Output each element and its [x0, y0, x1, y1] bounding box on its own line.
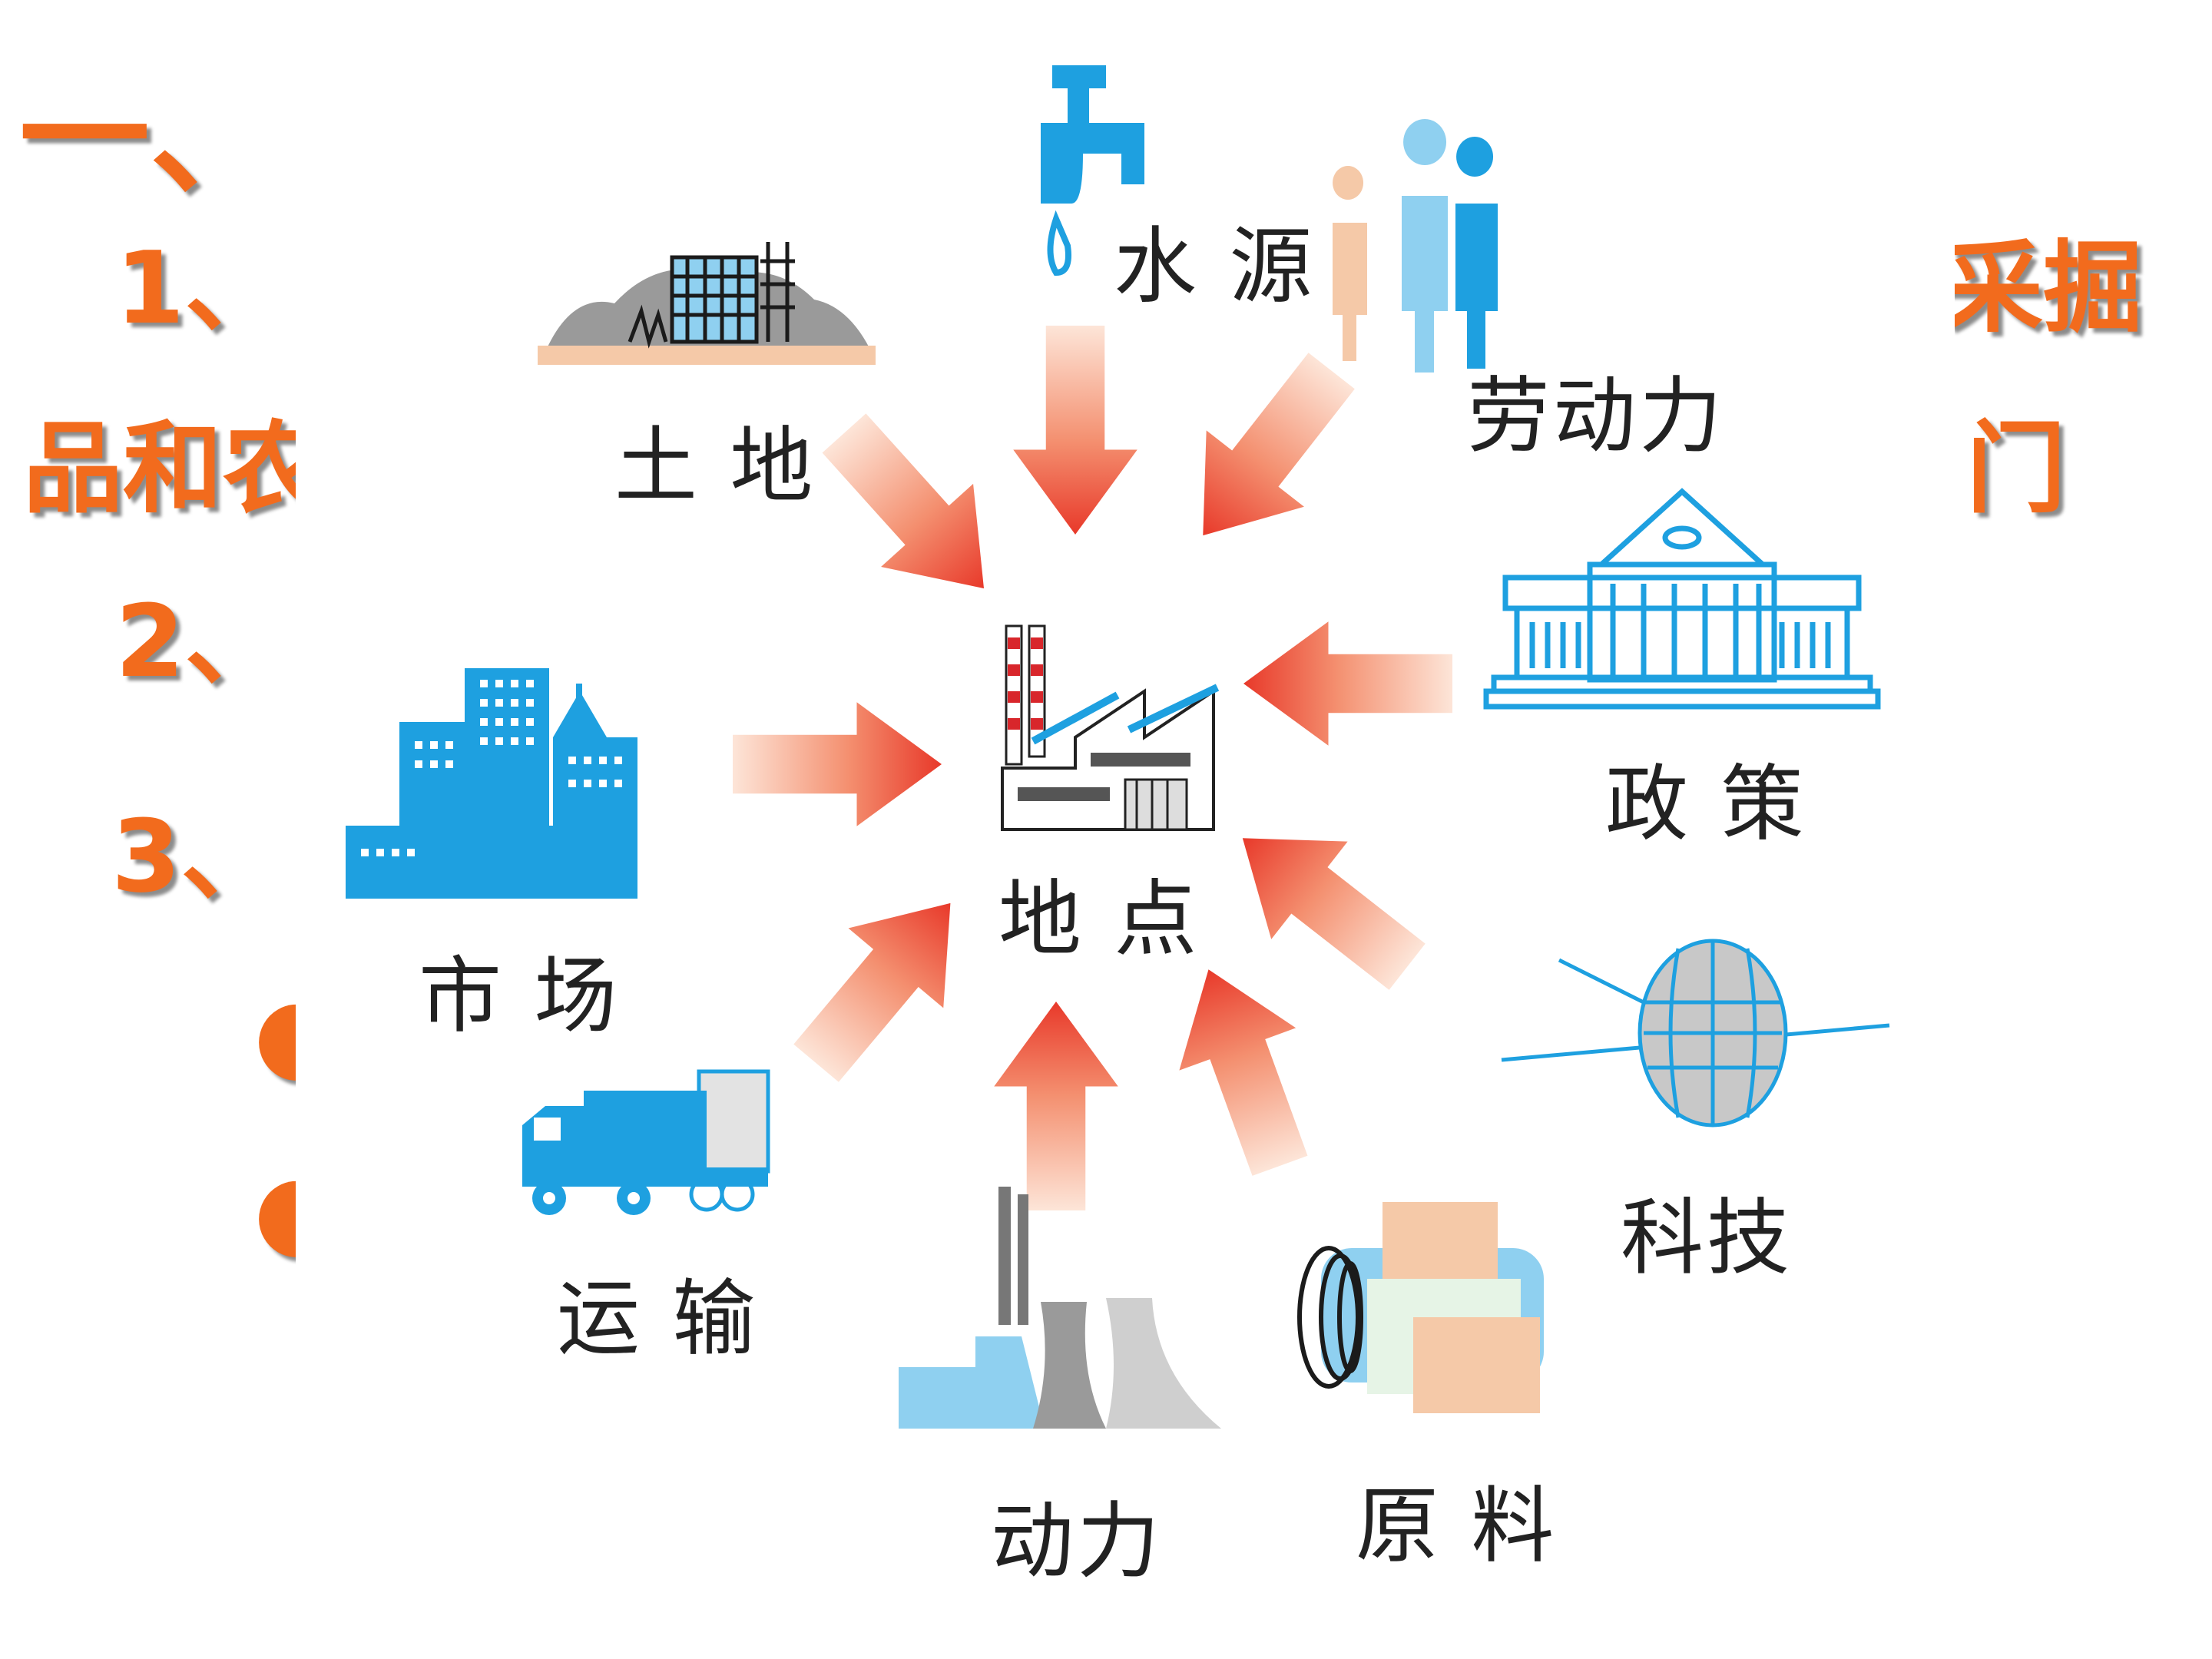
- city-market-icon: [346, 668, 637, 899]
- tech-label: 科技: [1621, 1190, 1793, 1286]
- slide-line3-prefix: 2、: [115, 583, 285, 700]
- raw-materials-icon: [1297, 1202, 1544, 1413]
- land-label: 土 地: [614, 419, 816, 515]
- slide-line1-prefix: 1、: [115, 230, 285, 346]
- arrow-from-water: [1013, 326, 1137, 535]
- labor-people-icon: [1333, 119, 1498, 373]
- truck-transport-icon: [522, 1069, 770, 1215]
- center-location-label: 地 点: [998, 872, 1200, 968]
- arrow-from-tech: [1204, 789, 1445, 1016]
- slide-heading-fragment: 一、: [19, 61, 281, 214]
- transport-label: 运 输: [557, 1271, 759, 1367]
- market-label: 市 场: [419, 949, 621, 1045]
- land-building-icon: [538, 242, 876, 365]
- water-label: 水 源: [1114, 219, 1316, 315]
- arrow-from-policy: [1243, 621, 1452, 746]
- arrow-from-land: [797, 391, 1031, 631]
- slide-line1-suffix: 采掘: [1943, 230, 2144, 346]
- arrow-from-labor: [1154, 333, 1381, 574]
- arrow-from-power: [994, 1002, 1118, 1210]
- satellite-tech-icon: [1501, 939, 1890, 1128]
- arrow-from-transport: [768, 863, 998, 1104]
- labor-label: 劳动力: [1467, 369, 1726, 465]
- power-plant-icon: [899, 1187, 1221, 1429]
- factory-icon: [1001, 624, 1220, 831]
- raw-materials-label: 原 料: [1356, 1479, 1558, 1575]
- slide-line2-prefix: 品和农: [23, 410, 323, 527]
- arrow-from-raw: [1150, 948, 1339, 1187]
- power-label: 动力: [991, 1494, 1164, 1590]
- slide-line4-prefix: 3、: [111, 798, 281, 915]
- arrow-from-market: [733, 702, 942, 826]
- water-tap-icon: [1041, 65, 1144, 276]
- policy-label: 政 策: [1605, 757, 1807, 853]
- slide-line2-suffix: 门: [1966, 410, 2067, 527]
- government-building-icon: [1483, 488, 1881, 710]
